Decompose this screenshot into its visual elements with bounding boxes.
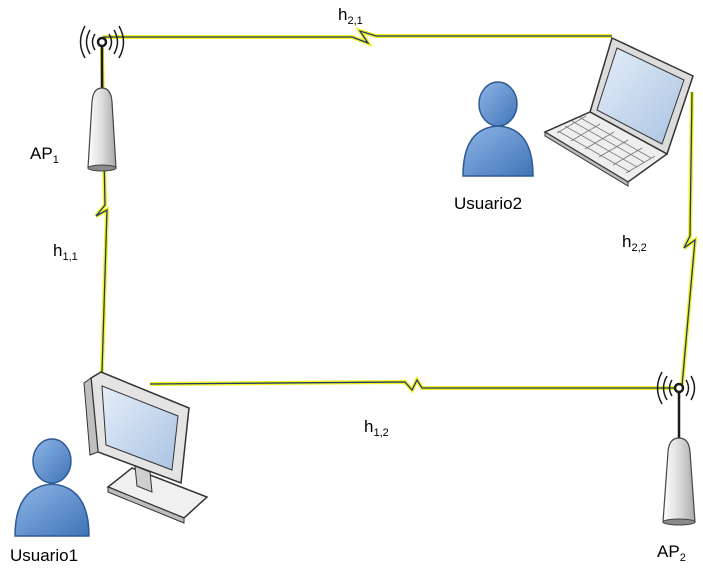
link-h21 xyxy=(103,27,612,48)
access-point-2-icon xyxy=(656,371,696,526)
access-point-1-icon xyxy=(79,25,125,172)
access-point-1-label: AP1 xyxy=(30,144,59,166)
link-label-h12: h1,2 xyxy=(364,417,389,439)
link-h22 xyxy=(680,91,698,387)
laptop-icon xyxy=(543,36,694,187)
link-label-h22: h2,2 xyxy=(622,232,647,254)
link-label-h11: h1,1 xyxy=(53,241,78,263)
user-2-label: Usuario2 xyxy=(454,194,523,213)
access-point-2-label: AP2 xyxy=(657,542,686,564)
user-1-label: Usuario1 xyxy=(10,546,79,565)
link-h12 xyxy=(149,375,678,394)
desktop-monitor-icon xyxy=(83,371,209,524)
user-1-icon xyxy=(14,438,90,537)
user-2-icon xyxy=(462,81,534,177)
link-label-h21: h2,1 xyxy=(338,5,363,27)
